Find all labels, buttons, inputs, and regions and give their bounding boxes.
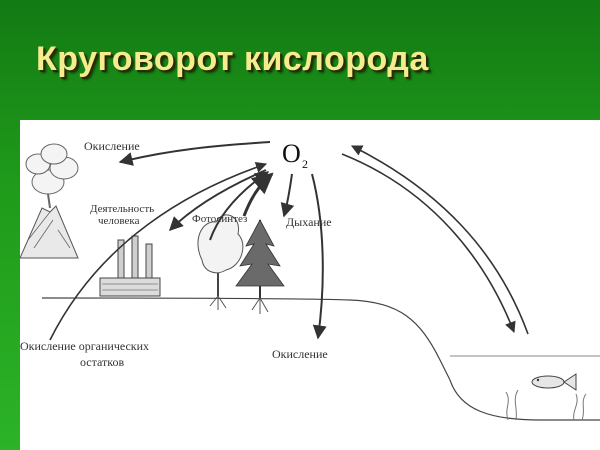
label-human-activity-line1: Деятельность [90,203,154,215]
arrow-respiration [280,173,295,218]
factory-icon [99,235,161,297]
label-oxidation-bottom: Окисление [272,347,328,361]
deciduous-tree-icon [197,214,244,310]
label-respiration: Дыхание [286,215,332,229]
label-photosynthesis: Фотосинтез [192,213,247,225]
ground-line [41,297,451,381]
arrow-ocean-down [341,153,516,334]
volcano-icon [19,143,79,259]
arrow-oxidation-top [118,141,271,166]
fish-icon [531,373,577,391]
label-oxidation-top: Окисление [84,139,140,153]
oxygen-cycle-diagram: O 2 Окисление Деятельность человека Фото… [19,120,600,450]
spruce-tree-icon [235,219,285,314]
arrow-photosynthesis-2 [242,172,274,217]
arrow-ocean-up [350,145,529,335]
o2-label: O [282,139,301,168]
o2-subscript: 2 [302,157,308,171]
slide-title: Круговорот кислорода [36,40,429,78]
arrow-oxidation-bottom [311,173,327,340]
water-plants-icon [505,389,587,421]
arrow-oxidation-organic [49,161,268,341]
seabed-line [449,379,600,421]
label-oxidation-organic-line2: остатков [80,355,124,369]
label-human-activity-line2: человека [98,215,140,227]
label-oxidation-organic-line1: Окисление органических [20,339,149,353]
